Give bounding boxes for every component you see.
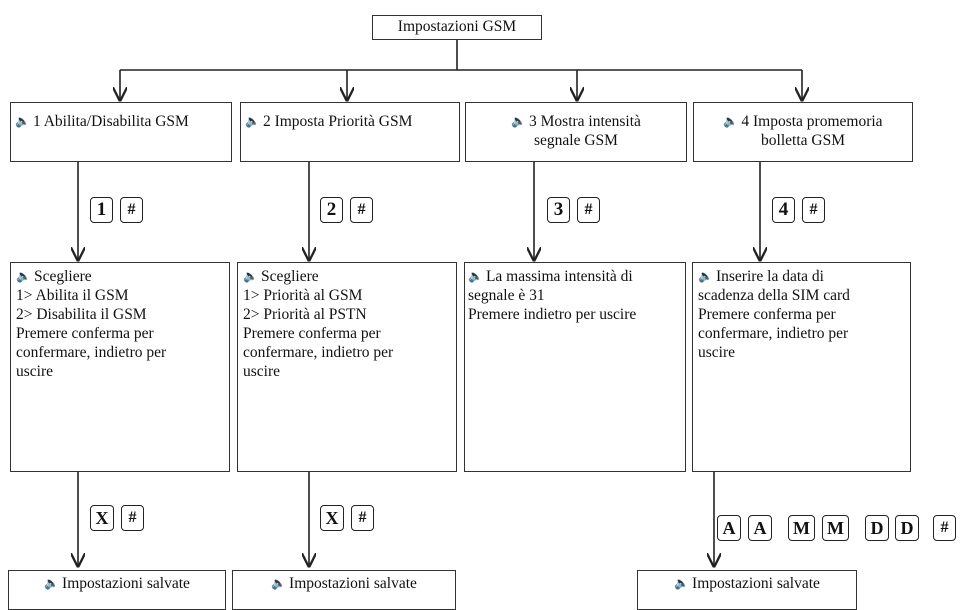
speaker-icon: 🔈 xyxy=(16,269,31,283)
key-day: D xyxy=(865,515,889,541)
saved-label: Impostazioni salvate xyxy=(62,575,190,592)
key-digit: 2 xyxy=(320,197,343,223)
saved-label: Impostazioni salvate xyxy=(289,575,417,592)
detail-line: uscire xyxy=(16,363,54,380)
speaker-icon: 🔈 xyxy=(44,576,60,590)
detail-line: segnale è 31 xyxy=(468,287,545,304)
detail-line: La massima intensità di xyxy=(485,268,633,285)
key-month: M xyxy=(788,515,815,541)
saved-node-2: 🔈Impostazioni salvate xyxy=(232,570,456,610)
menu-label-line1: 3 Mostra intensità xyxy=(529,113,641,130)
detail-line: Inserire la data di xyxy=(715,268,824,285)
key-hash: # xyxy=(577,197,600,223)
key-hash: # xyxy=(121,505,144,531)
detail-node-2: 🔈Scegliere 1> Priorità al GSM 2> Priorit… xyxy=(237,262,457,472)
key-hash: # xyxy=(351,505,374,531)
detail-line: 2> Priorità al PSTN xyxy=(243,306,367,323)
key-x: X xyxy=(90,505,114,531)
detail-line: confermare, indietro per xyxy=(698,325,849,342)
speaker-icon: 🔈 xyxy=(723,114,739,128)
key-hash: # xyxy=(120,197,143,223)
detail-node-3: 🔈La massima intensità di segnale è 31 Pr… xyxy=(464,262,686,472)
key-month: M xyxy=(822,515,849,541)
menu-node-2: 🔈2 Imposta Priorità GSM xyxy=(240,102,460,162)
saved-node-3: 🔈Impostazioni salvate xyxy=(637,570,857,610)
speaker-icon: 🔈 xyxy=(15,114,30,128)
key-digit: 3 xyxy=(547,197,570,223)
menu-label: 1 Abilita/Disabilita GSM xyxy=(32,113,189,130)
key-digit: 1 xyxy=(90,197,113,223)
detail-line: Premere conferma per xyxy=(16,325,154,342)
speaker-icon: 🔈 xyxy=(468,269,483,283)
speaker-icon: 🔈 xyxy=(511,114,526,128)
detail-line: 2> Disabilita il GSM xyxy=(16,306,147,323)
menu-label: 2 Imposta Priorità GSM xyxy=(262,113,413,130)
menu-node-1: 🔈1 Abilita/Disabilita GSM xyxy=(10,102,232,162)
speaker-icon: 🔈 xyxy=(674,576,690,590)
detail-line: uscire xyxy=(698,344,736,361)
menu-label-line2: bolletta GSM xyxy=(761,132,845,149)
detail-line: Premere conferma per xyxy=(243,325,381,342)
detail-line: Scegliere xyxy=(33,268,92,285)
root-node: Impostazioni GSM xyxy=(372,15,542,40)
key-year: A xyxy=(748,515,772,541)
menu-node-4: 🔈4 Imposta promemoria bolletta GSM xyxy=(693,102,913,162)
menu-label-line1: 4 Imposta promemoria xyxy=(741,113,883,130)
detail-line: confermare, indietro per xyxy=(16,344,167,361)
speaker-icon: 🔈 xyxy=(698,269,713,283)
key-hash: # xyxy=(350,197,373,223)
key-hash: # xyxy=(933,515,956,541)
key-hash: # xyxy=(802,197,825,223)
key-digit: 4 xyxy=(772,197,795,223)
speaker-icon: 🔈 xyxy=(243,269,258,283)
saved-label: Impostazioni salvate xyxy=(692,575,820,592)
detail-line: Premere conferma per xyxy=(698,306,836,323)
key-year: A xyxy=(717,515,741,541)
menu-node-3: 🔈3 Mostra intensità segnale GSM xyxy=(465,102,687,162)
detail-line: Scegliere xyxy=(260,268,319,285)
speaker-icon: 🔈 xyxy=(271,576,287,590)
detail-line: 1> Abilita il GSM xyxy=(16,287,129,304)
menu-label-line2: segnale GSM xyxy=(534,132,618,149)
speaker-icon: 🔈 xyxy=(245,114,260,128)
detail-line: Premere indietro per uscire xyxy=(468,306,637,323)
detail-node-4: 🔈Inserire la data di scadenza della SIM … xyxy=(692,262,911,472)
key-x: X xyxy=(320,505,344,531)
root-title: Impostazioni GSM xyxy=(397,18,517,35)
detail-line: scadenza della SIM card xyxy=(698,287,850,304)
detail-node-1: 🔈Scegliere 1> Abilita il GSM 2> Disabili… xyxy=(10,262,230,472)
key-day: D xyxy=(895,515,919,541)
detail-line: 1> Priorità al GSM xyxy=(243,287,363,304)
detail-line: confermare, indietro per xyxy=(243,344,394,361)
detail-line: uscire xyxy=(243,363,281,380)
saved-node-1: 🔈Impostazioni salvate xyxy=(8,570,226,610)
